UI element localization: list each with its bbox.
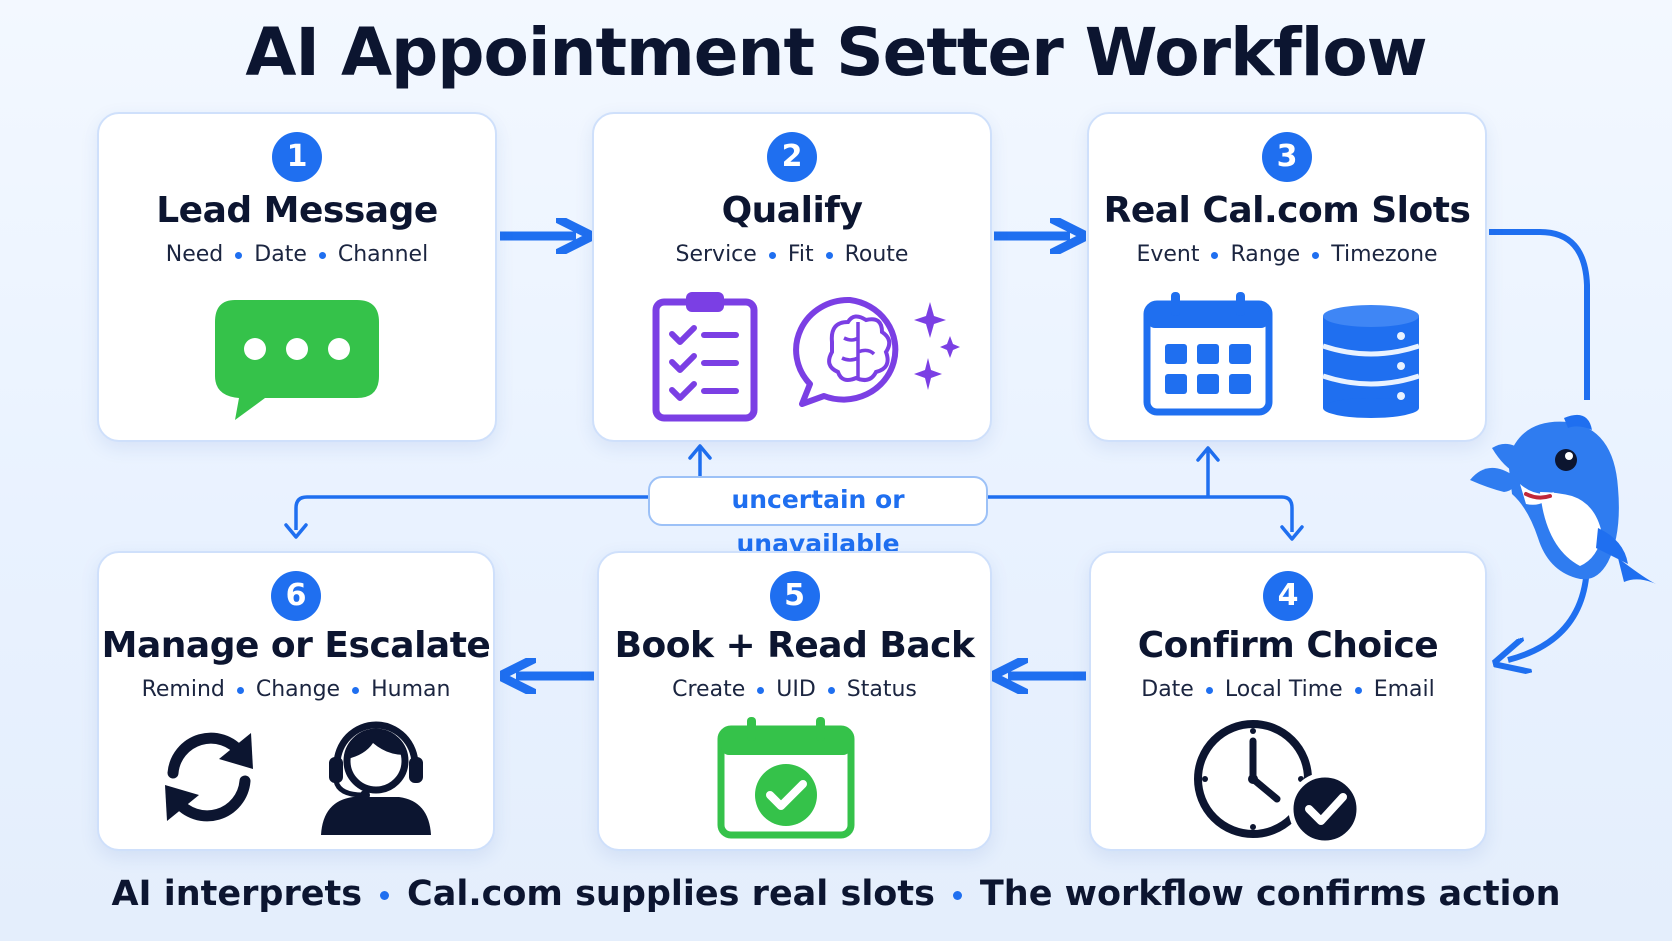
refresh-icon xyxy=(153,721,265,837)
ai-brain-icon xyxy=(790,292,960,416)
step-number-badge: 3 xyxy=(1262,132,1312,182)
page-title: AI Appointment Setter Workflow xyxy=(245,14,1427,91)
footer-item: AI interprets xyxy=(111,874,363,914)
step-number-badge: 4 xyxy=(1263,571,1313,621)
dolphin-mascot xyxy=(1468,408,1664,602)
calendar-icon xyxy=(1143,290,1273,420)
clipboard-checklist-icon xyxy=(650,284,760,428)
step-title: Lead Message xyxy=(156,190,438,231)
calendar-check-icon xyxy=(717,715,855,843)
step-title: Qualify xyxy=(721,190,863,231)
footer-item: Cal.com supplies real slots xyxy=(407,874,935,914)
step-number-badge: 5 xyxy=(769,571,820,621)
step-number-badge: 2 xyxy=(767,132,817,182)
step-title: Real Cal.com Slots xyxy=(1103,190,1471,231)
step-number-badge: 1 xyxy=(272,132,322,182)
step-number-badge: 6 xyxy=(271,571,321,621)
branch-label-uncertain-or-unavailable: uncertain or unavailable xyxy=(648,476,988,558)
database-icon xyxy=(1321,304,1421,423)
footer-item: The workflow confirms action xyxy=(979,874,1561,914)
step-title: Book + Read Back xyxy=(614,625,975,666)
step-title: Manage or Escalate xyxy=(101,625,491,666)
arrow-3-to-4 xyxy=(1489,229,1590,660)
chat-bubble-icon xyxy=(207,294,387,428)
headset-agent-icon xyxy=(317,715,435,841)
step-title: Confirm Choice xyxy=(1137,625,1439,666)
clock-check-icon xyxy=(1191,717,1371,847)
footer-summary: AI interprets Cal.com supplies real slots… xyxy=(0,874,1672,914)
